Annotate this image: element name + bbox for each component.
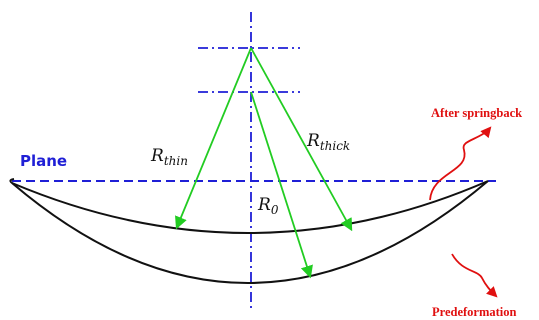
springback-arc (11, 180, 489, 234)
r-thick-arrow (250, 47, 353, 232)
after-springback-label: After springback (431, 106, 522, 120)
r-thick-sub: thick (320, 139, 350, 153)
after-springback-arrow (429, 126, 492, 201)
r-thin-sub: thin (164, 154, 188, 168)
r-thick-main: R (306, 131, 320, 151)
r0-label: R0 (257, 195, 279, 217)
r0-arrow (250, 91, 313, 279)
r-thin-main: R (150, 146, 164, 166)
r-thin-arrow (175, 47, 252, 230)
predeformation-arrow (451, 253, 498, 298)
part-left-end (9, 178, 15, 184)
predeformation-arc (11, 180, 489, 284)
r0-sub: 0 (271, 203, 279, 217)
r0-main: R (257, 195, 271, 215)
plane-label: Plane (20, 152, 67, 170)
r-thick-label: Rthick (306, 131, 350, 153)
predeformation-label: Predeformation (432, 305, 517, 319)
r-thin-label: Rthin (150, 146, 188, 168)
